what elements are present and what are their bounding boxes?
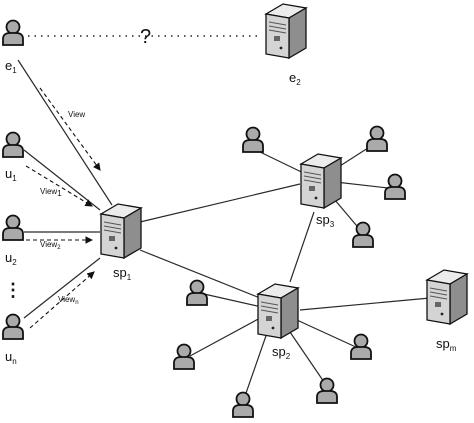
view-arrow-e1 [39,87,101,171]
user-icon-u2 [2,214,24,241]
link-sp1-sp3 [139,183,301,223]
label-e2: e2 [289,70,301,87]
view-arrows [25,87,101,329]
user-icon-e1 [2,19,24,46]
ellipsis: ⋮ [4,280,22,300]
link-un-sp1 [23,257,101,319]
label-e1: e1 [5,58,17,75]
user-icon [173,343,195,370]
server-icon-spm [426,269,468,325]
view-arrow-u1 [25,165,93,207]
user-icon [384,173,406,200]
server-icon-sp2 [257,283,299,339]
user-icon [232,391,254,418]
link-e1-sp1 [17,59,113,206]
user-icon-un [2,313,24,340]
server-icon-sp3 [300,153,342,209]
label-u1: u1 [5,166,17,183]
server-icon-e2 [265,3,307,59]
view-label-u1: View1 [40,187,62,198]
user-icon [366,125,388,152]
label-u2: u2 [5,250,17,267]
user-icon [186,279,208,306]
label-sp1: sp1 [113,265,132,282]
user-icon [352,221,374,248]
link-sp2-spm [299,297,431,311]
view-arrow-un [29,271,95,329]
view-label-e1: View [68,110,85,119]
label-un: un [5,349,17,366]
link-u1-sp1 [23,149,101,211]
user-icon [242,126,264,153]
link-sp1-sp2 [139,249,261,299]
label-spm: spm [436,336,457,353]
user-icon [350,333,372,360]
link-sp3-sp2 [289,211,315,283]
user-icon [316,377,338,404]
unknown-link-label: ? [140,26,151,48]
view-label-un: Viewn [58,295,79,306]
label-sp2: sp2 [272,344,291,361]
view-label-u2: View2 [40,240,61,251]
label-sp3: sp3 [316,212,335,229]
server-icon-sp1 [100,203,142,259]
user-icon-u1 [2,131,24,158]
